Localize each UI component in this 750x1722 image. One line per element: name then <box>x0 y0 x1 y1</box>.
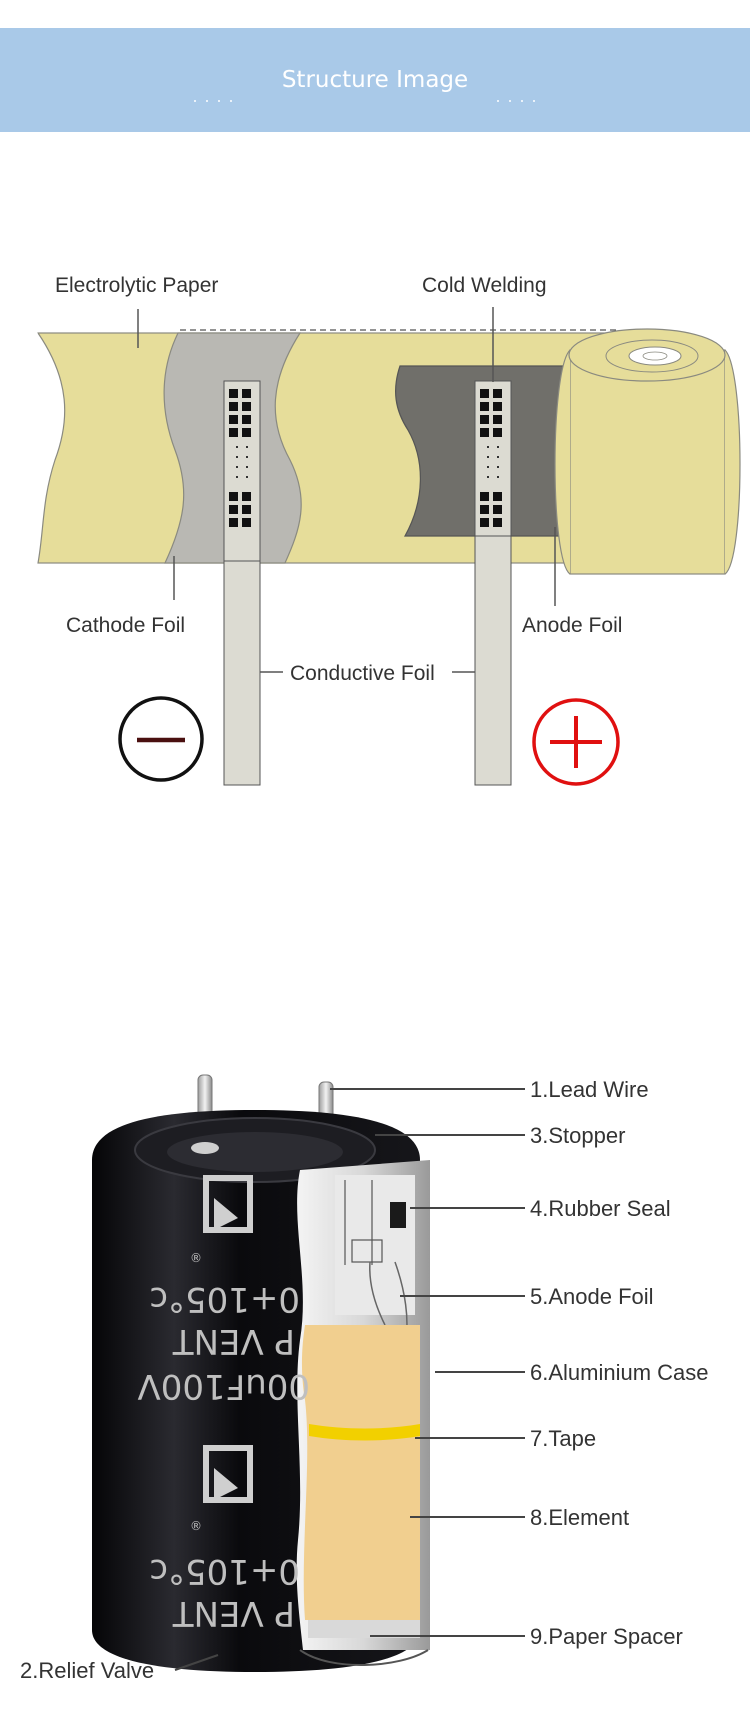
label-rubber-seal: 4.Rubber Seal <box>530 1196 671 1221</box>
label-anode-foil: Anode Foil <box>522 614 622 637</box>
plus-circle-icon <box>532 698 620 786</box>
label-paper-spacer: 9.Paper Spacer <box>530 1624 683 1649</box>
label-lead-wire: 1.Lead Wire <box>530 1077 649 1102</box>
label-element: 8.Element <box>530 1505 629 1530</box>
label-electrolytic-paper: Electrolytic Paper <box>55 274 218 297</box>
rubber-seal-area <box>335 1175 415 1315</box>
svg-text:P VENT: P VENT <box>173 1593 295 1633</box>
label-cathode-foil: Cathode Foil <box>66 614 185 637</box>
paper-roll-body <box>569 349 726 575</box>
aluminium-case-cutaway <box>296 1160 430 1650</box>
label-anode-foil-part: 5.Anode Foil <box>530 1284 654 1309</box>
label-aluminium-case: 6.Aluminium Case <box>530 1360 709 1385</box>
svg-text:P VENT: P VENT <box>173 1321 295 1361</box>
capacitor-sleeve <box>92 1110 420 1672</box>
svg-text:0+105°c: 0+105°c <box>149 1279 300 1319</box>
paper-spacer <box>308 1620 420 1638</box>
winding-diagram: Electrolytic Paper Cold Welding Cathode … <box>0 274 741 786</box>
case-print-upper: 0+105°c P VENT 00uF100V <box>137 1279 310 1406</box>
tape-band <box>309 1424 420 1441</box>
element <box>301 1325 420 1620</box>
minus-circle-icon <box>118 696 204 782</box>
label-cold-welding: Cold Welding <box>422 274 547 297</box>
label-stopper: 3.Stopper <box>530 1123 625 1148</box>
registered-mark-2: ® <box>190 1519 202 1533</box>
svg-text:00uF100V: 00uF100V <box>137 1366 310 1406</box>
decorative-dots-right <box>497 100 545 106</box>
paper-left-edge <box>0 333 65 563</box>
decorative-dots-left <box>194 100 242 106</box>
rubber-seal-block <box>390 1202 406 1228</box>
case-print-lower: 0+105°c P VENT <box>149 1551 300 1633</box>
lead-wires <box>197 1074 334 1153</box>
brand-logo-icon <box>203 1175 253 1503</box>
conductive-tab-negative <box>223 380 261 786</box>
header-banner: Structure Image <box>0 28 750 132</box>
part-leader-lines <box>174 1088 525 1671</box>
conductive-tab-positive <box>474 380 512 786</box>
page-title: Structure Image <box>281 67 469 93</box>
registered-mark: ® <box>190 1251 202 1265</box>
stopper-top <box>134 1117 376 1183</box>
label-tape: 7.Tape <box>530 1426 596 1451</box>
svg-text:0+105°c: 0+105°c <box>149 1551 300 1591</box>
label-conductive-foil: Conductive Foil <box>290 662 435 685</box>
label-relief-valve: 2.Relief Valve <box>20 1658 154 1683</box>
